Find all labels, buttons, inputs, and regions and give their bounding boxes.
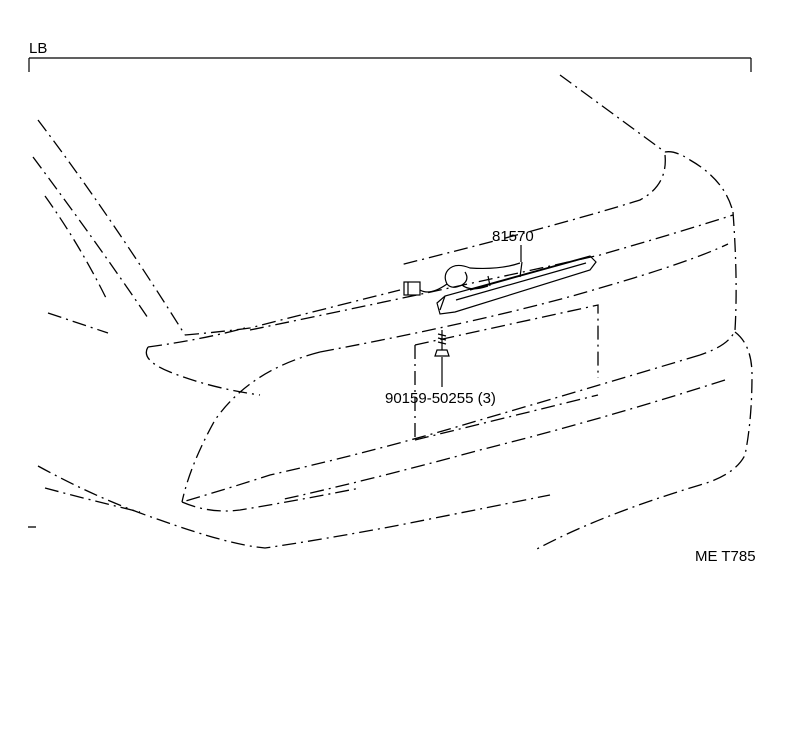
- figure-code: ME T785: [695, 548, 756, 565]
- wire-connector: [403, 281, 421, 296]
- section-bracket: [28, 57, 752, 72]
- high-mount-stop-lamp: [419, 255, 597, 315]
- section-label: LB: [29, 40, 47, 57]
- callout-81570: 81570: [492, 228, 534, 245]
- car-body-outline: [28, 74, 753, 551]
- callout-90159-50255: 90159-50255 (3): [385, 390, 496, 407]
- screw: [434, 330, 450, 357]
- leader-lines: [441, 245, 522, 387]
